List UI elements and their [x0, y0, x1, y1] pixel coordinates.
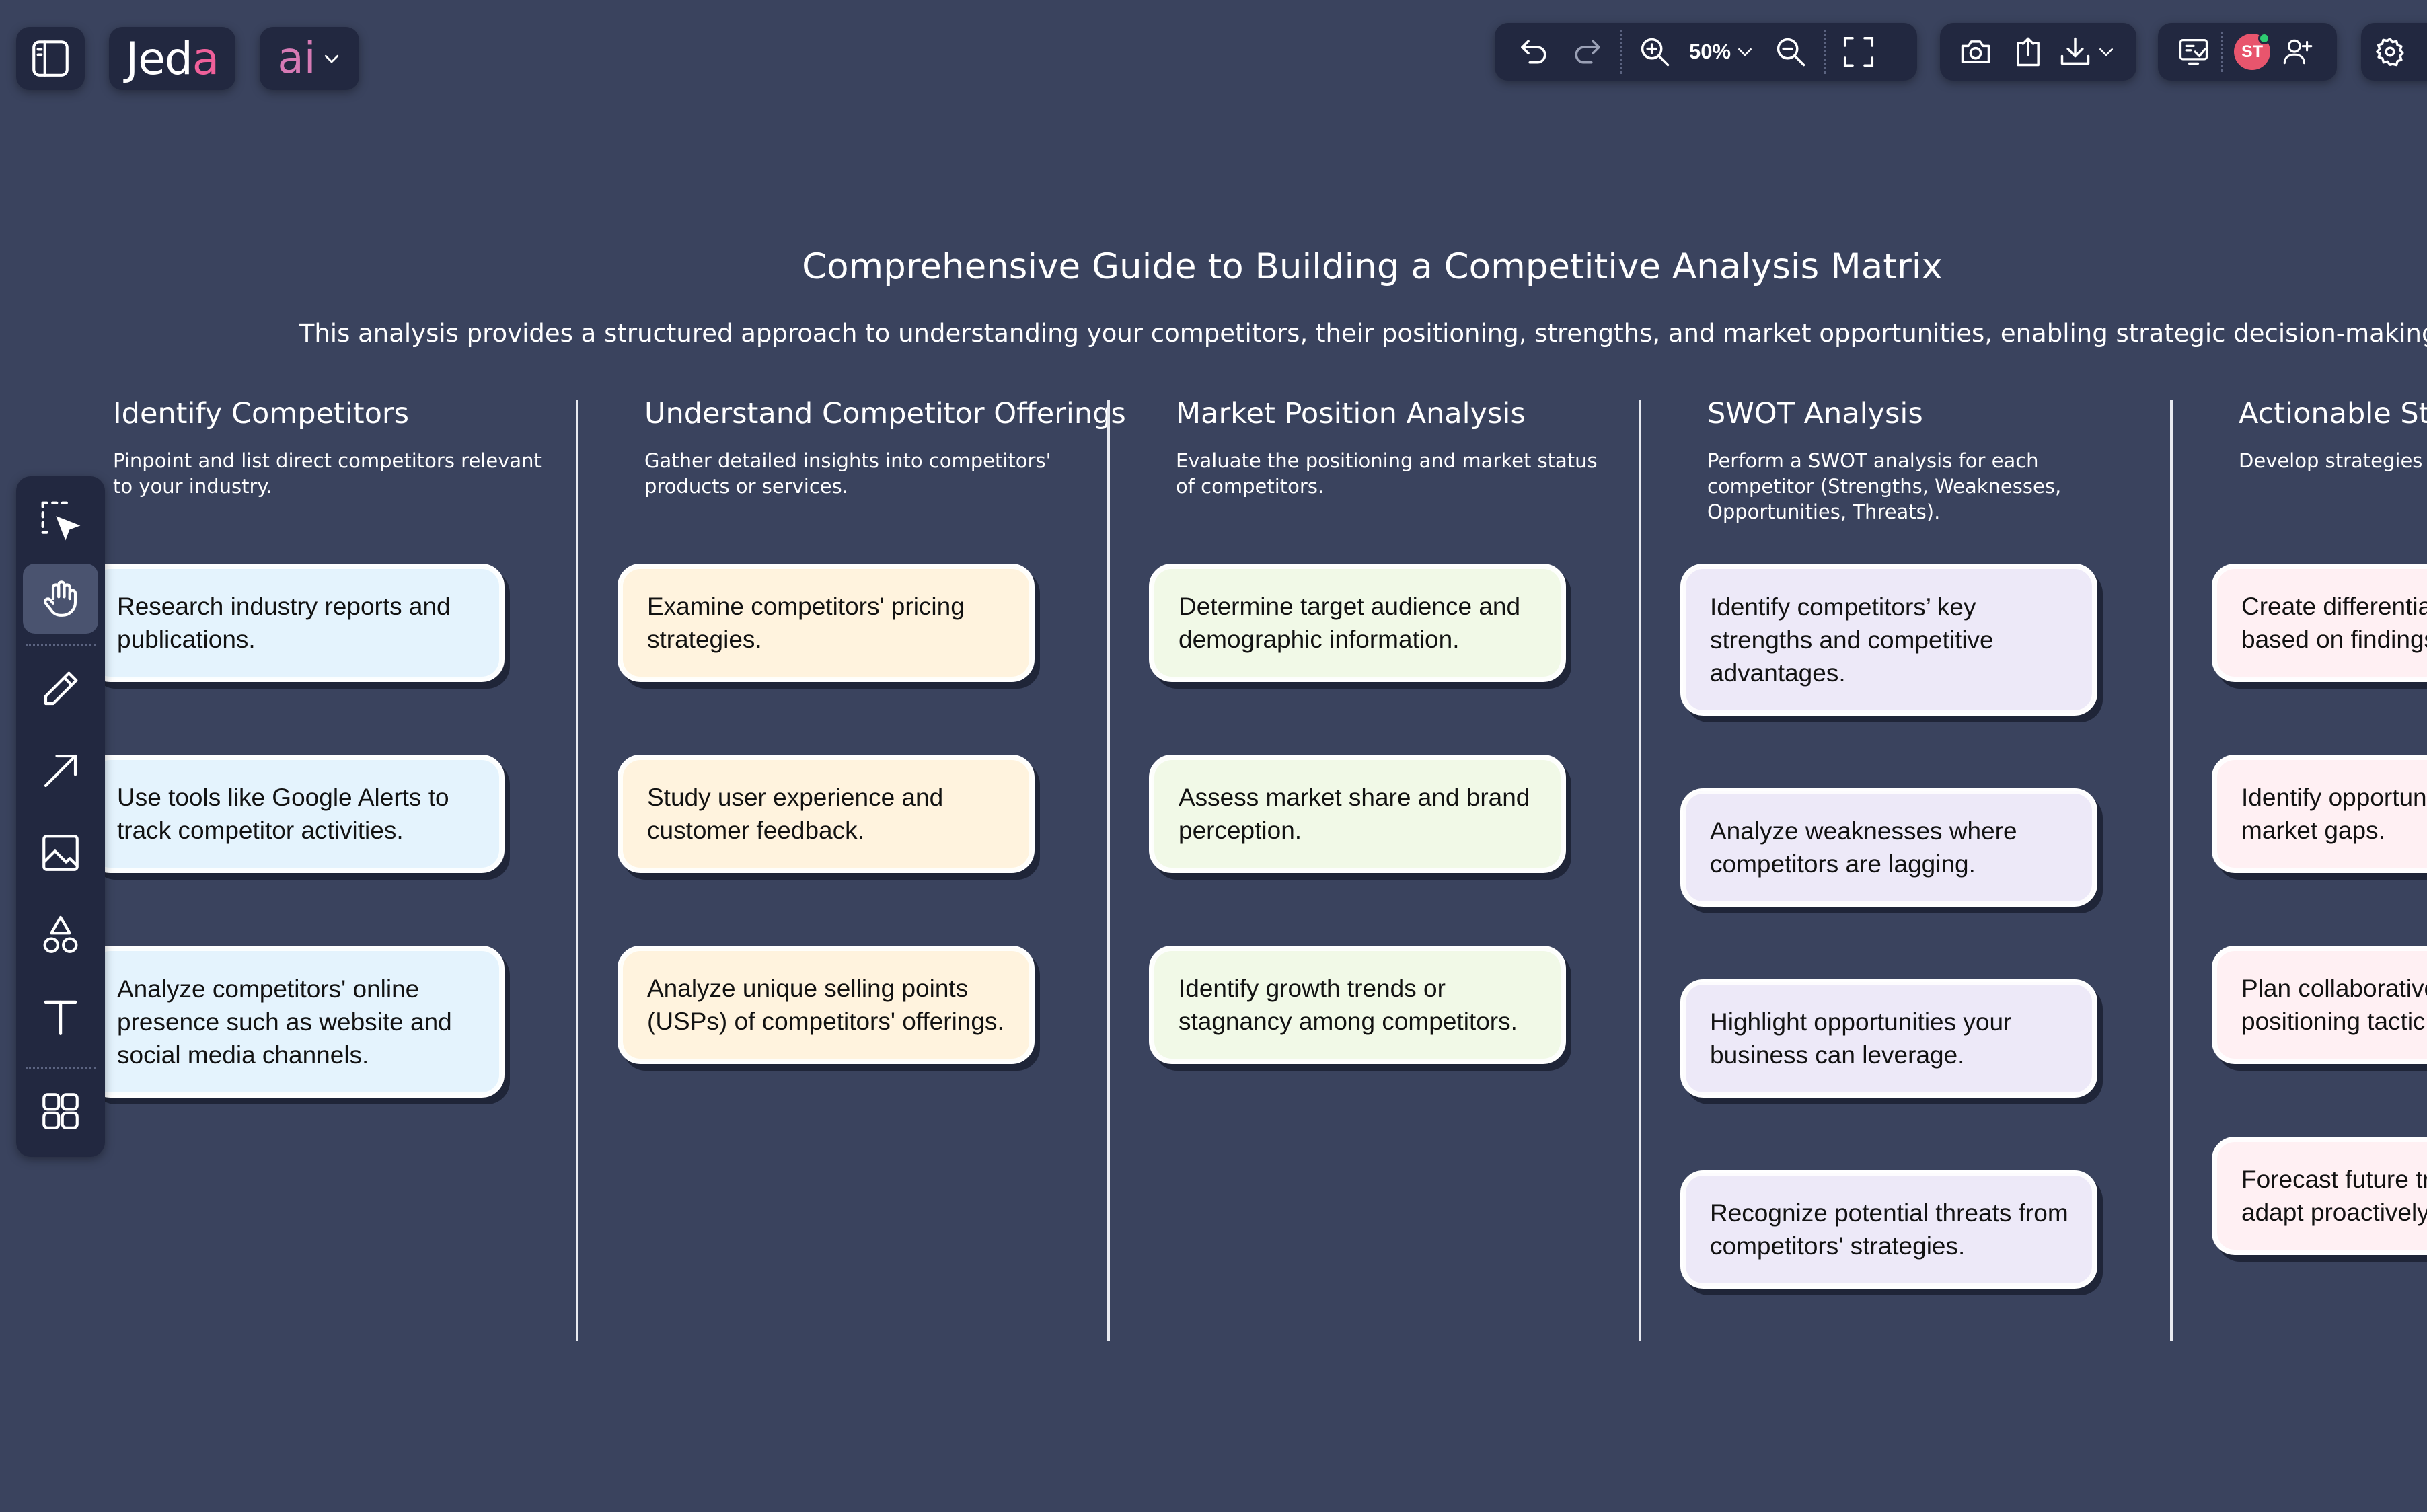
page-title: Comprehensive Guide to Building a Compet… — [802, 246, 1943, 287]
chevron-down-icon — [324, 54, 338, 63]
shapes-tool-button[interactable] — [23, 900, 98, 970]
image-icon — [42, 835, 79, 871]
grid-icon — [42, 1093, 79, 1129]
arrow-icon — [44, 754, 77, 788]
column-divider — [1639, 400, 1641, 1341]
chevron-down-icon[interactable] — [1735, 42, 1755, 62]
step-card[interactable]: Analyze competitors' online presence suc… — [87, 946, 505, 1098]
present-button[interactable] — [2167, 28, 2220, 75]
text-tool-button[interactable] — [23, 982, 98, 1052]
zoom-out-icon — [1777, 38, 1805, 67]
pencil-tool-button[interactable] — [23, 654, 98, 724]
image-tool-button[interactable] — [23, 818, 98, 888]
online-status-dot — [2258, 32, 2270, 44]
upload-icon — [2017, 37, 2040, 67]
camera-icon — [1961, 40, 1990, 63]
fit-screen-button[interactable] — [1832, 28, 1885, 75]
column-description: Gather detailed insights into competitor… — [644, 449, 1051, 498]
column-market-position: Market Position Analysis Evaluate the po… — [1176, 397, 1647, 499]
toolbar-separator — [1824, 30, 1826, 74]
hand-tool-button[interactable] — [23, 564, 98, 634]
step-card[interactable]: Highlight opportunities your business ca… — [1680, 979, 2097, 1098]
marquee-select-icon — [41, 501, 81, 541]
history-zoom-toolbar: 50% — [1495, 23, 1917, 81]
step-card[interactable]: Forecast future tr adapt proactively — [2212, 1137, 2427, 1255]
ai-menu-button[interactable]: ai — [260, 27, 359, 90]
step-card[interactable]: Create differentia based on findings — [2212, 564, 2427, 682]
column-swot-analysis: SWOT Analysis Perform a SWOT analysis fo… — [1707, 397, 2178, 525]
sidebar-toggle-button[interactable] — [16, 27, 85, 90]
undo-button[interactable] — [1508, 28, 1561, 75]
screenshot-button[interactable] — [1949, 28, 2002, 75]
step-card[interactable]: Identify growth trends or stagnancy amon… — [1149, 946, 1566, 1064]
column-divider — [576, 400, 578, 1341]
column-divider — [2170, 400, 2173, 1341]
undo-icon — [1521, 40, 1546, 64]
step-card[interactable]: Recognize potential threats from competi… — [1680, 1170, 2097, 1289]
step-card[interactable]: Study user experience and customer feedb… — [618, 755, 1035, 873]
presentation-icon — [2179, 39, 2208, 65]
tool-palette — [16, 476, 105, 1157]
column-title: Identify Competitors — [113, 397, 410, 430]
column-identify-competitors: Identify Competitors Pinpoint and list d… — [113, 397, 584, 499]
column-actionable-strategies: Actionable Stra Develop strategies to co… — [2239, 397, 2427, 474]
step-card[interactable]: Determine target audience and demographi… — [1149, 564, 1566, 682]
step-card[interactable]: Research industry reports and publicatio… — [87, 564, 505, 682]
step-card[interactable]: Use tools like Google Alerts to track co… — [87, 755, 505, 873]
download-button[interactable] — [2054, 28, 2096, 75]
step-card[interactable]: Analyze unique selling points (USPs) of … — [618, 946, 1035, 1064]
avatar[interactable]: ST — [2234, 32, 2270, 70]
zoom-out-button[interactable] — [1764, 28, 1817, 75]
app-logo[interactable]: Jeda — [109, 27, 235, 90]
step-card[interactable]: Examine competitors' pricing strategies. — [618, 564, 1035, 682]
page-subtitle: This analysis provides a structured appr… — [299, 319, 2427, 348]
column-divider — [1107, 400, 1110, 1341]
pencil-icon — [44, 671, 78, 706]
column-title: Actionable Stra — [2239, 397, 2427, 430]
chevron-down-icon[interactable] — [2096, 42, 2116, 62]
cutoff-cards-clip: Create differentia based on findings Ide… — [2209, 552, 2427, 1325]
select-tool-button[interactable] — [23, 486, 98, 556]
upload-button[interactable] — [2002, 28, 2054, 75]
column-description: Develop strategies to competitors using … — [2239, 449, 2427, 472]
column-title: SWOT Analysis — [1707, 397, 1923, 430]
column-title: Market Position Analysis — [1176, 397, 1526, 430]
gear-icon — [2376, 38, 2404, 67]
export-toolbar — [1940, 23, 2136, 81]
download-icon — [2060, 37, 2090, 65]
collaboration-toolbar: ST — [2158, 23, 2337, 81]
redo-button[interactable] — [1561, 28, 1613, 75]
zoom-in-icon — [1641, 38, 1670, 67]
templates-tool-button[interactable] — [23, 1076, 98, 1146]
sidebar-toggle-icon — [32, 40, 69, 77]
toolbar-separator — [1620, 30, 1622, 74]
invite-button[interactable] — [2277, 28, 2317, 75]
text-icon — [44, 1000, 77, 1035]
zoom-level-value[interactable]: 50% — [1689, 40, 1731, 63]
column-title: Understand Competitor Offerings — [644, 397, 1126, 430]
column-description: Perform a SWOT analysis for each competi… — [1707, 449, 2062, 523]
step-card[interactable]: Identify competitors’ key strengths and … — [1680, 564, 2097, 716]
step-card[interactable]: Assess market share and brand perception… — [1149, 755, 1566, 873]
settings-button[interactable] — [2361, 23, 2427, 81]
arrow-tool-button[interactable] — [23, 736, 98, 806]
zoom-in-button[interactable] — [1629, 28, 1681, 75]
fit-screen-icon — [1843, 36, 1874, 67]
toolbar-separator — [2221, 32, 2223, 72]
redo-icon — [1575, 40, 1600, 64]
shapes-icon — [43, 915, 78, 953]
step-card[interactable]: Identify opportun market gaps. — [2212, 755, 2427, 873]
column-description: Evaluate the positioning and market stat… — [1176, 449, 1598, 498]
column-understand-offerings: Understand Competitor Offerings Gather d… — [644, 397, 1126, 499]
step-card[interactable]: Plan collaborative positioning tactic — [2212, 946, 2427, 1064]
step-card[interactable]: Analyze weaknesses where competitors are… — [1680, 788, 2097, 907]
tool-separator — [26, 1067, 96, 1069]
tool-separator — [26, 644, 96, 646]
add-user-icon — [2283, 39, 2313, 65]
column-description: Pinpoint and list direct competitors rel… — [113, 449, 542, 498]
hand-icon — [44, 580, 77, 617]
